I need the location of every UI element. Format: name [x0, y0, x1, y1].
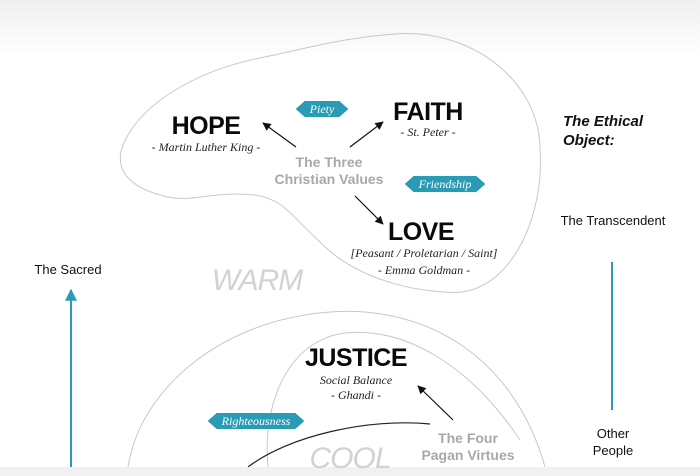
arrow-to-justice: [417, 385, 454, 421]
justice-attribution-line1: Social Balance: [319, 373, 393, 387]
piety-tag: Piety: [296, 101, 349, 117]
warm-blob-outline: [119, 33, 541, 293]
other-people-line1: Other: [596, 426, 630, 441]
virtue-love: LOVE: [387, 218, 455, 246]
pagan-virtues-line2: Pagan Virtues: [421, 447, 515, 463]
cool-outer-outline: [127, 310, 546, 467]
faith-attribution: - St. Peter -: [400, 125, 456, 139]
cool-label: COOL: [309, 442, 391, 475]
cool-inner-outline: [266, 331, 521, 467]
warm-label: WARM: [211, 264, 303, 297]
transcendent-label: The Transcendent: [560, 213, 666, 228]
sacred-label: The Sacred: [34, 262, 102, 277]
love-attribution-line2: - Emma Goldman -: [377, 263, 471, 277]
pagan-virtues-label: The Four Pagan Virtues: [421, 430, 514, 464]
justice-attribution-line2: - Ghandi -: [331, 388, 381, 402]
virtue-justice: JUSTICE: [304, 344, 408, 372]
other-people-line2: People: [592, 443, 634, 458]
christian-values-line1: The Three: [295, 154, 363, 170]
hope-attribution: - Martin Luther King -: [151, 140, 261, 154]
christian-values-line2: Christian Values: [274, 171, 384, 187]
ethical-object-heading: The Ethical Object:: [563, 112, 643, 150]
other-people-label: Other People: [593, 425, 633, 459]
virtue-faith: FAITH: [393, 98, 463, 126]
virtue-hope: HOPE: [171, 112, 241, 140]
arrow-to-hope: [262, 122, 297, 148]
arrow-to-love: [354, 195, 384, 225]
cool-dark-arc: [247, 422, 431, 467]
arrow-to-faith: [349, 121, 384, 148]
christian-values-label: The Three Christian Values: [275, 154, 384, 188]
ethical-heading-line2: Object:: [563, 132, 615, 149]
friendship-tag: Friendship: [405, 176, 486, 192]
ethical-heading-line1: The Ethical: [563, 113, 644, 130]
pagan-virtues-line1: The Four: [438, 430, 498, 446]
love-attribution-line1: [Peasant / Proletarian / Saint]: [350, 246, 498, 260]
righteousness-tag: Righteousness: [208, 413, 305, 429]
